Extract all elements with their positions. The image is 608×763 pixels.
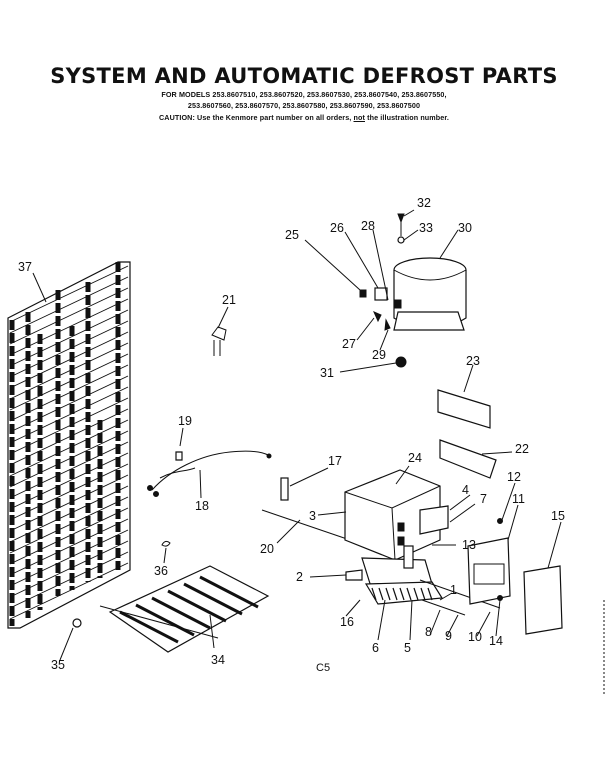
evaporator-fin <box>378 587 384 601</box>
callout-8: 8 <box>425 625 432 639</box>
condenser-coil <box>7 261 131 629</box>
callout-2: 2 <box>296 570 303 584</box>
heater-tube-run <box>151 596 211 630</box>
callout-9: 9 <box>445 629 452 643</box>
models-line-2: 253.8607560, 253.8607570, 253.8607580, 2… <box>187 101 421 110</box>
callout-27: 27 <box>342 337 356 351</box>
callout-29: 29 <box>372 348 386 362</box>
evaporator-fin <box>420 587 426 601</box>
condenser-tubes <box>9 262 121 626</box>
condenser-wire <box>9 342 129 400</box>
compressor <box>359 213 467 368</box>
callout-17: 17 <box>328 454 342 468</box>
callout-6: 6 <box>372 641 379 655</box>
callout-19: 19 <box>178 414 192 428</box>
callout-12: 12 <box>507 470 521 484</box>
callout-16: 16 <box>340 615 354 629</box>
loose-parts <box>437 389 563 635</box>
condenser-wire <box>9 496 129 554</box>
evaporator-fin <box>427 587 433 601</box>
callout-33: 33 <box>419 221 433 235</box>
callout-30: 30 <box>458 221 472 235</box>
callout-21: 21 <box>222 293 236 307</box>
callout-37: 37 <box>18 260 32 274</box>
callout-15: 15 <box>551 509 565 523</box>
callout-4: 4 <box>462 483 469 497</box>
caution-emphasis: not <box>353 113 365 122</box>
evaporator-fin <box>399 587 405 601</box>
evaporator-fin <box>385 587 391 601</box>
callout-20: 20 <box>260 542 274 556</box>
callout-22: 22 <box>515 442 529 456</box>
caution-note: CAUTION: Use the Kenmore part number on … <box>0 113 608 122</box>
caution-text-after: the illustration number. <box>367 113 449 122</box>
callout-35: 35 <box>51 658 65 672</box>
callout-numbers: 37 21 19 18 17 20 3 24 4 7 13 2 16 6 5 1… <box>18 196 565 674</box>
defrost-terminator <box>211 326 227 356</box>
condenser-wire <box>9 419 129 477</box>
evaporator-fin <box>392 587 398 601</box>
wire-harness <box>147 450 272 497</box>
condenser-wire <box>9 353 129 411</box>
heater-tube-run <box>167 589 227 623</box>
leader-lines <box>32 209 562 661</box>
footer-code: C5 <box>316 662 330 674</box>
diagram-title: SYSTEM AND AUTOMATIC DEFROST PARTS <box>50 64 558 88</box>
callout-3: 3 <box>309 509 316 523</box>
models-line-1: FOR MODELS 253.8607510, 253.8607520, 253… <box>161 90 447 99</box>
evaporator-assembly <box>345 545 501 616</box>
callout-5: 5 <box>404 641 411 655</box>
clip <box>161 540 171 547</box>
evaporator-fin <box>413 587 419 601</box>
evaporator-housing <box>344 469 449 561</box>
condenser-wire <box>9 562 129 620</box>
callout-11: 11 <box>512 492 525 506</box>
callout-25: 25 <box>285 228 299 242</box>
heater-tube-run <box>199 575 259 609</box>
caution-text-before: CAUTION: Use the Kenmore part number on … <box>159 113 352 122</box>
evaporator-fin <box>371 587 377 601</box>
callout-7: 7 <box>480 492 487 506</box>
heater-tube-run <box>183 582 243 616</box>
heater-tube-run <box>135 603 195 637</box>
condenser-wire <box>9 276 129 334</box>
callout-36: 36 <box>154 564 168 578</box>
callout-10: 10 <box>468 630 482 644</box>
evaporator-fin <box>406 587 412 601</box>
drain-pan-heater <box>99 565 270 653</box>
callout-1: 1 <box>450 583 457 597</box>
grommet <box>72 618 82 628</box>
callout-24: 24 <box>408 451 422 465</box>
callout-23: 23 <box>466 354 480 368</box>
callout-32: 32 <box>417 196 431 210</box>
callout-26: 26 <box>330 221 344 235</box>
heater-tube-run <box>119 610 179 644</box>
heater-tube <box>261 477 351 541</box>
callout-14: 14 <box>489 634 503 648</box>
callout-31: 31 <box>320 366 334 380</box>
callout-18: 18 <box>195 499 209 513</box>
callout-13: 13 <box>462 538 476 552</box>
condenser-wire <box>9 485 129 543</box>
callout-34: 34 <box>211 653 225 667</box>
callout-28: 28 <box>361 219 375 233</box>
